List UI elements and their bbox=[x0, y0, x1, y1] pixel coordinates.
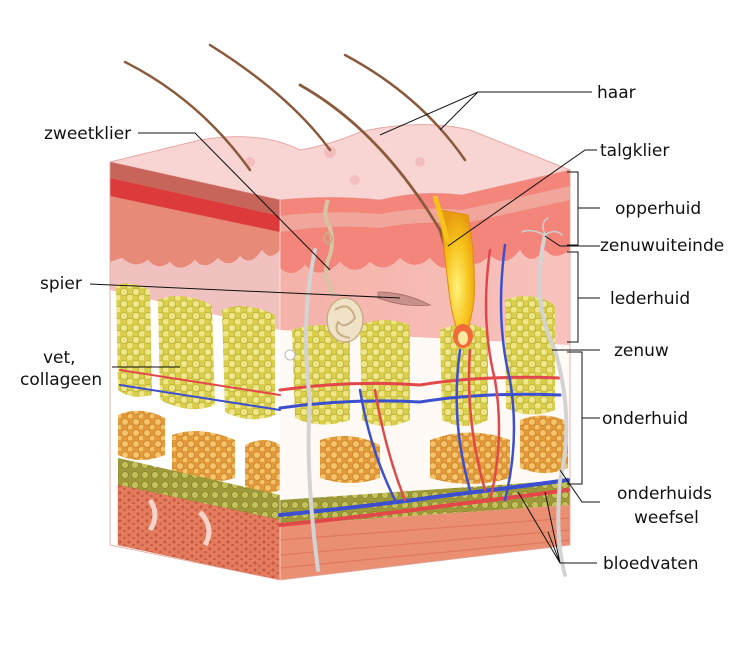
hair-2 bbox=[210, 45, 330, 150]
label-talgklier: talgklier bbox=[600, 141, 669, 161]
brace-lederhuid bbox=[567, 252, 600, 342]
label-lederhuid: lederhuid bbox=[610, 289, 690, 309]
skin-block bbox=[110, 124, 570, 580]
label-zweetklier: zweetklier bbox=[44, 124, 131, 144]
label-bloedvaten: bloedvaten bbox=[603, 554, 699, 574]
label-onderhuids: onderhuids bbox=[617, 484, 712, 504]
label-collageen: collageen bbox=[20, 370, 102, 390]
label-weefsel: weefsel bbox=[634, 508, 699, 528]
label-opperhuid: opperhuid bbox=[615, 199, 701, 219]
label-zenuw: zenuw bbox=[614, 341, 669, 361]
brace-onderhuid bbox=[567, 352, 600, 484]
label-zenuwuiteinde: zenuwuiteinde bbox=[600, 236, 724, 256]
label-spier: spier bbox=[40, 274, 82, 294]
label-vet: vet, bbox=[43, 348, 76, 368]
brace-opperhuid bbox=[567, 172, 600, 245]
label-onderhuid: onderhuid bbox=[602, 409, 688, 429]
label-haar: haar bbox=[597, 83, 636, 103]
